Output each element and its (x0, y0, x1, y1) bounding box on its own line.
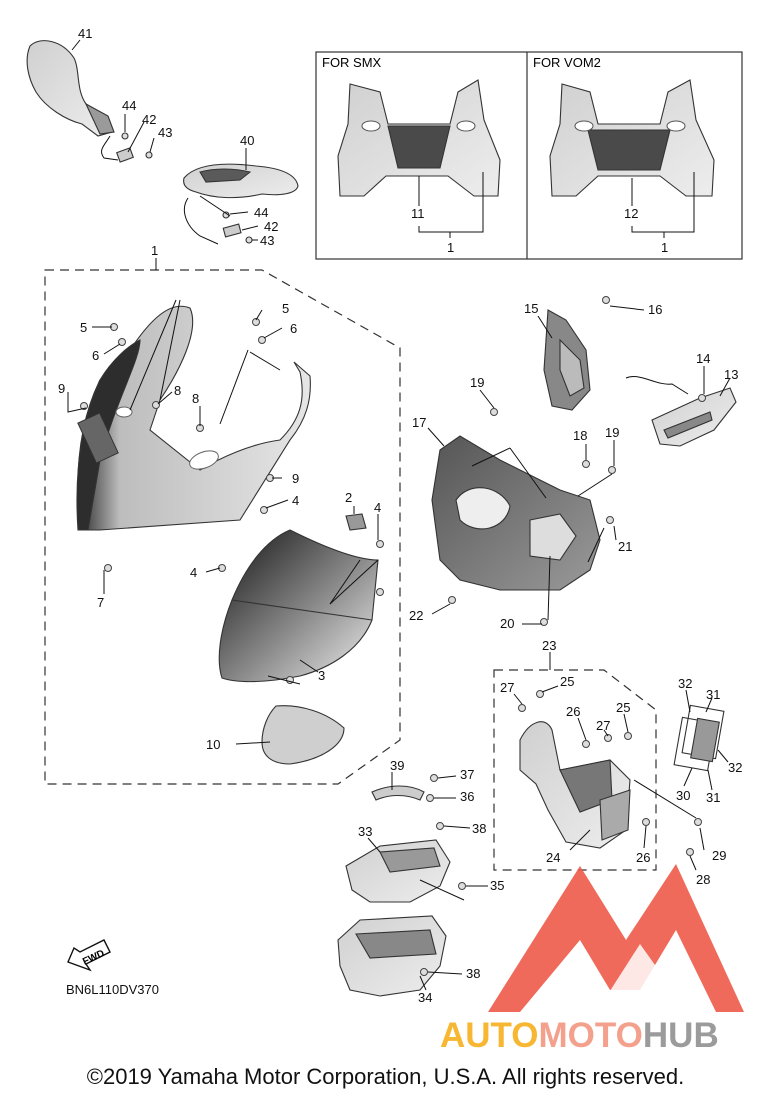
callout-9-left: 9 (58, 381, 65, 396)
callout-20: 20 (500, 616, 514, 631)
callout-13: 13 (724, 367, 738, 382)
callout-4-left: 4 (190, 565, 197, 580)
callout-8-right: 8 (192, 391, 199, 406)
callout-17: 17 (412, 415, 426, 430)
callout-2: 2 (345, 490, 352, 505)
callout-11: 11 (411, 206, 425, 221)
fwd-arrow-icon: FWD (67, 939, 111, 972)
callout-39: 39 (390, 758, 404, 773)
callout-1-smx: 1 (447, 240, 454, 255)
callout-44-right: 44 (254, 205, 268, 220)
seal-set-image (673, 704, 725, 772)
callout-8-left: 8 (174, 383, 181, 398)
callout-32-right: 32 (728, 760, 742, 775)
headlight-bracket-image (431, 309, 737, 591)
callout-26-bottom: 26 (636, 850, 650, 865)
callout-33: 33 (358, 824, 372, 839)
watermark-text: AUTOMOTOHUB (440, 1016, 764, 1056)
callout-31-top: 31 (706, 687, 720, 702)
duct-39-image (371, 785, 425, 801)
callout-15: 15 (524, 301, 538, 316)
callout-5-left: 5 (80, 320, 87, 335)
callout-25-left: 25 (560, 674, 574, 689)
variant-inset: FOR SMX FOR VOM2 11 12 1 1 (315, 51, 743, 260)
callout-27-right: 27 (596, 718, 610, 733)
callout-22: 22 (409, 608, 423, 623)
callout-35: 35 (490, 878, 504, 893)
fasteners-assembly-23 (518, 690, 702, 856)
callout-34: 34 (418, 990, 432, 1005)
callout-29: 29 (712, 848, 726, 863)
callout-23: 23 (542, 638, 556, 653)
callout-32-top: 32 (678, 676, 692, 691)
automotohub-logo-icon (488, 864, 744, 1012)
assembly-1-boundary (44, 269, 401, 785)
lower-cover-34-image (337, 915, 447, 997)
inner-panel-image (519, 721, 631, 849)
callout-19-right: 19 (605, 425, 619, 440)
mirror-assembly-right (183, 163, 299, 245)
inset-title-smx: FOR SMX (322, 55, 382, 70)
fasteners-headlight (448, 296, 706, 626)
callout-31-bottom: 31 (706, 790, 720, 805)
callout-1-vom2: 1 (661, 240, 668, 255)
watermark-part-auto: AUTO (440, 1016, 539, 1055)
callout-44-left: 44 (122, 98, 136, 113)
panel-10-image (261, 705, 345, 765)
callout-42-right: 42 (264, 219, 278, 234)
callout-12: 12 (624, 206, 638, 221)
callout-1: 1 (151, 243, 158, 258)
callout-3: 3 (318, 668, 325, 683)
callout-40: 40 (240, 133, 254, 148)
callout-18: 18 (573, 428, 587, 443)
callout-21: 21 (618, 539, 632, 554)
inset-title-vom2: FOR VOM2 (533, 55, 601, 70)
lower-cover-33-image (345, 839, 451, 903)
fasteners-lower (420, 774, 466, 976)
callout-27-left: 27 (500, 680, 514, 695)
copyright-notice: ©2019 Yamaha Motor Corporation, U.S.A. A… (86, 1064, 685, 1089)
callout-26-top: 26 (566, 704, 580, 719)
watermark-part-moto: MOTO (538, 1016, 643, 1055)
callout-9-right: 9 (292, 471, 299, 486)
callout-16: 16 (648, 302, 662, 317)
watermark-part-hub: HUB (642, 1016, 719, 1055)
callout-36: 36 (460, 789, 474, 804)
windshield-image (218, 529, 379, 683)
callout-30: 30 (676, 788, 690, 803)
callout-38-bottom: 38 (466, 966, 480, 981)
callout-28: 28 (696, 872, 710, 887)
mirror-assembly-left (26, 40, 153, 163)
callout-43-left: 43 (158, 125, 172, 140)
callout-5-right: 5 (282, 301, 289, 316)
callout-43-right: 43 (260, 233, 274, 248)
callout-6-left: 6 (92, 348, 99, 363)
callout-4-top: 4 (292, 493, 299, 508)
callout-19-top: 19 (470, 375, 484, 390)
callout-4-right: 4 (374, 500, 381, 515)
callout-41: 41 (78, 26, 92, 41)
diagram-code: BN6L110DV370 (66, 982, 159, 997)
callout-37: 37 (460, 767, 474, 782)
fasteners-assembly-1 (80, 318, 384, 684)
upper-cowling-image (76, 305, 311, 531)
callout-10: 10 (206, 737, 220, 752)
callout-25-right: 25 (616, 700, 630, 715)
front-cowl-vom2-image (549, 79, 715, 197)
callout-24: 24 (546, 850, 560, 865)
callout-38-top: 38 (472, 821, 486, 836)
callout-42-left: 42 (142, 112, 156, 127)
assembly-23-boundary (493, 669, 657, 871)
callout-7: 7 (97, 595, 104, 610)
front-cowl-smx-image (337, 79, 501, 197)
callout-14: 14 (696, 351, 710, 366)
callout-6-right: 6 (290, 321, 297, 336)
